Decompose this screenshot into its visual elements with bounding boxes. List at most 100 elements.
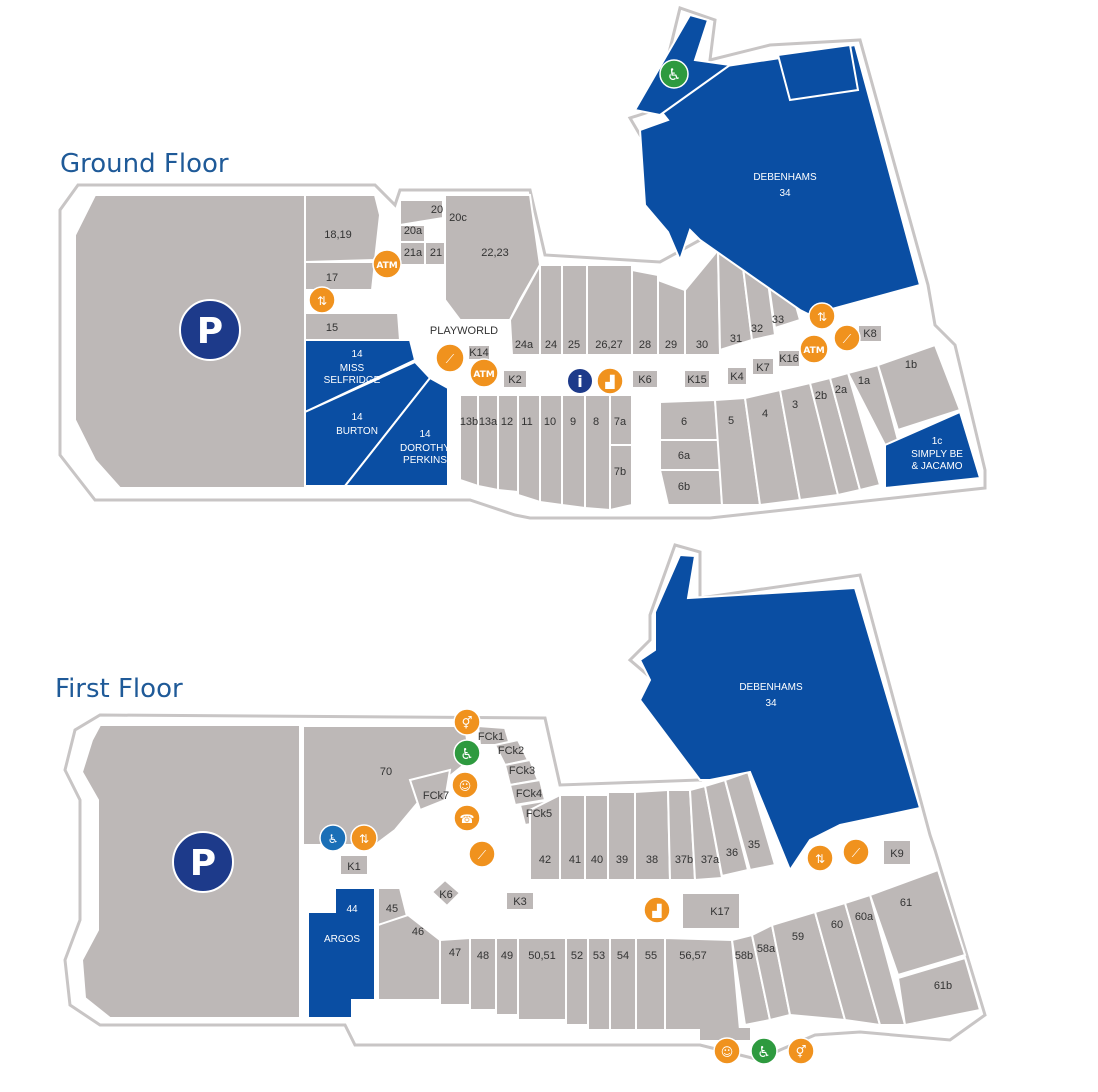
argos-number: 44 [346, 904, 358, 915]
unit-11[interactable] [517, 394, 541, 504]
label-42: 42 [539, 854, 551, 866]
unit-13b[interactable] [459, 394, 479, 488]
kiosk-K1[interactable] [339, 854, 369, 876]
unit-14-miss-selfridge[interactable] [304, 339, 417, 414]
atm-icon-2[interactable] [469, 358, 499, 388]
stairs-icon[interactable] [596, 367, 624, 395]
food-court-kiosk-FCk7[interactable] [408, 768, 452, 812]
label-10: 10 [544, 416, 556, 428]
unit-38[interactable] [634, 788, 672, 881]
unit-12[interactable] [497, 394, 519, 494]
label-FCk3: FCk3 [509, 765, 535, 777]
unit-10[interactable] [539, 394, 563, 507]
telephone-icon[interactable] [453, 804, 481, 832]
kiosk-K16[interactable] [777, 349, 801, 368]
ground-floor-title: Ground Floor [60, 149, 229, 179]
atm-text: ATM [376, 261, 397, 271]
label-46: 46 [412, 926, 424, 938]
unit-40[interactable] [584, 794, 609, 881]
unit-8[interactable] [584, 394, 611, 512]
unit-9[interactable] [561, 394, 586, 510]
wheelchair-glyph-2: ♿ [757, 1043, 770, 1061]
baby-change-icon[interactable] [451, 771, 479, 799]
baby-change-icon-2[interactable] [713, 1037, 741, 1065]
toilets-icon-2[interactable] [787, 1037, 815, 1065]
lift-icon-first[interactable] [350, 824, 378, 852]
unit-18-19[interactable] [304, 194, 382, 264]
label-61b: 61b [934, 980, 952, 992]
kiosk-K3[interactable] [505, 891, 535, 911]
escalator-icon[interactable] [435, 343, 465, 373]
label-5: 5 [728, 415, 734, 427]
label-35: 35 [748, 839, 760, 851]
lift-glyph: ⇅ [317, 294, 327, 308]
unit-15[interactable] [304, 312, 402, 341]
kiosk-K4[interactable] [726, 366, 748, 386]
unit-6[interactable] [659, 398, 720, 441]
ground-debenhams-corner[interactable] [776, 43, 860, 102]
unit-17[interactable] [304, 261, 377, 291]
escalator-glyph-first: ⟋ [478, 848, 487, 862]
atm-icon[interactable] [372, 249, 402, 279]
lift-icon-2[interactable] [808, 302, 836, 330]
accessible-toilet-icon[interactable] [659, 59, 689, 89]
kiosk-K2[interactable] [502, 369, 528, 389]
accessible-toilet-icon-2[interactable] [750, 1037, 778, 1065]
unit-61[interactable] [868, 868, 967, 977]
label-6b: 6b [678, 481, 690, 493]
escalator-icon-first-2[interactable] [842, 838, 870, 866]
label-24: 24 [545, 339, 557, 351]
first-debenhams-label: DEBENHAMS [739, 682, 803, 693]
unit-1b[interactable] [876, 343, 962, 432]
unit-39[interactable] [607, 791, 636, 881]
kiosk-K7[interactable] [751, 357, 775, 376]
unit-13a[interactable] [477, 394, 499, 492]
kiosk-K6-first[interactable] [430, 878, 462, 908]
unit-6b[interactable] [658, 469, 724, 506]
unit-61b[interactable] [896, 956, 982, 1027]
label-59: 59 [792, 931, 804, 943]
label-K7: K7 [756, 362, 769, 374]
first-debenhams[interactable] [638, 553, 922, 873]
accessible-toilet-icon-first[interactable] [453, 739, 481, 767]
unit-41[interactable] [559, 794, 586, 881]
label-FCk4: FCk4 [516, 788, 542, 800]
first-floor-title: First Floor [55, 674, 183, 704]
toilets-icon[interactable] [453, 708, 481, 736]
stairs-icon-first[interactable] [643, 896, 671, 924]
unit-44-argos[interactable] [307, 887, 376, 1019]
escalator-icon-first[interactable] [468, 840, 496, 868]
burton-number: 14 [351, 412, 363, 423]
kiosk-K17[interactable] [681, 892, 741, 930]
escalator-icon-2[interactable] [833, 324, 861, 352]
label-47: 47 [449, 947, 461, 959]
label-32: 32 [751, 323, 763, 335]
ground-amenities: ♿ ATM ⇅ ⟋ ATM i ▟ ⇅ ⟋ ATM [308, 59, 861, 395]
unit-1c-simply-be[interactable] [884, 410, 982, 490]
atm-icon-3[interactable] [799, 334, 829, 364]
kiosk-K6[interactable] [631, 369, 659, 389]
label-K17: K17 [710, 906, 730, 918]
kiosk-K15[interactable] [683, 369, 711, 389]
family-parking-icon[interactable] [319, 824, 347, 852]
unit-7b[interactable] [609, 444, 633, 512]
unit-2a[interactable] [828, 371, 882, 492]
label-53: 53 [593, 950, 605, 962]
information-icon[interactable] [566, 367, 594, 395]
phone-glyph: ☎ [460, 812, 475, 826]
unit-37a[interactable] [688, 784, 724, 882]
kiosk-K9[interactable] [882, 839, 912, 866]
label-49: 49 [501, 950, 513, 962]
label-36: 36 [726, 847, 738, 859]
label-6a: 6a [678, 450, 691, 462]
label-21a: 21a [404, 247, 423, 259]
unit-48[interactable] [469, 937, 497, 1011]
unit-36[interactable] [703, 778, 750, 878]
lift-icon[interactable] [308, 286, 336, 314]
first-debenhams-number: 34 [765, 698, 777, 709]
unit-14-dorothy-perkins[interactable] [342, 376, 449, 487]
label-13a: 13a [479, 416, 498, 428]
unit-30[interactable] [684, 247, 722, 356]
lift-icon-first-2[interactable] [806, 844, 834, 872]
